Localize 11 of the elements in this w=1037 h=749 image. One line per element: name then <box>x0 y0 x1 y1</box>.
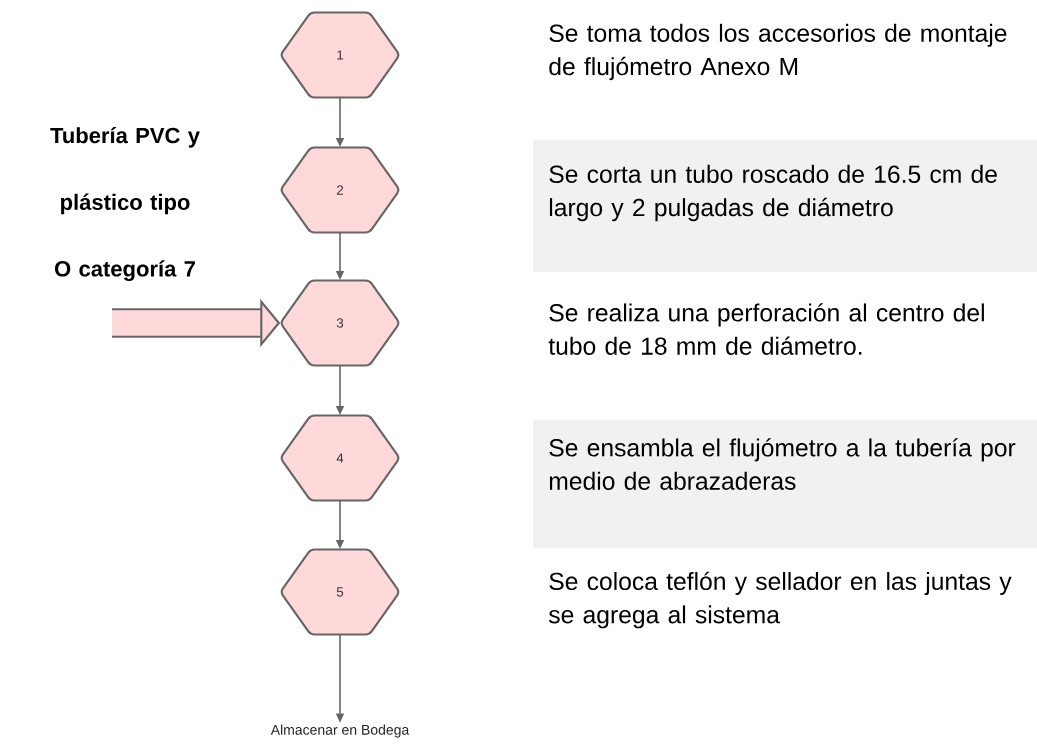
hexagon-step: 2 <box>280 146 400 234</box>
step-description: Se toma todos los accesorios de montaje de flujómetro Anexo M <box>549 23 1007 81</box>
hexagon-step: 1 <box>280 11 400 99</box>
step-description: Se coloca teflón y sellador en las juntas y se agrega al sistema <box>548 571 1012 629</box>
step-description: Se corta un tubo roscado de 16.5 cm de largo y 2 pulgadas de diámetro <box>533 140 1037 272</box>
step-description: Se realiza una perforación al centro del tubo de 18 mm de diámetro. <box>548 303 984 355</box>
bold-label: Tubería PVC y plástico tipo O categoría 7 <box>50 126 200 282</box>
hexagon-step: 4 <box>280 414 400 502</box>
hexagon-step: 5 <box>280 548 400 636</box>
step-description: Se ensambla el flujómetro a la tubería por medio de abrazaderas <box>533 420 1037 548</box>
end-text: Almacenar en Bodega <box>270 724 410 738</box>
